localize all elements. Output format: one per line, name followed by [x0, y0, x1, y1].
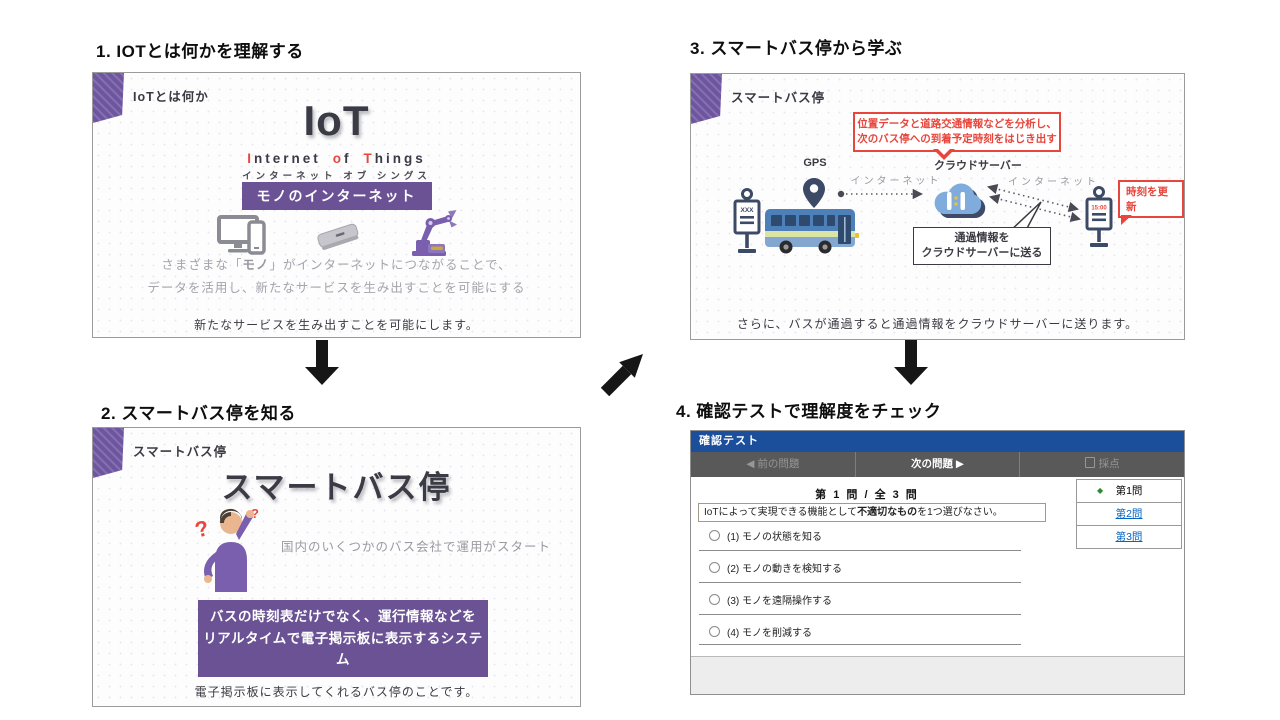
- monitor-phone-icon: [216, 215, 266, 255]
- current-question-marker-icon: ◆: [1097, 486, 1104, 495]
- radio-button[interactable]: [709, 561, 720, 573]
- iot-banner: モノのインターネット: [241, 182, 432, 210]
- grade-button[interactable]: 採点: [1020, 452, 1184, 477]
- option-divider: [699, 614, 1021, 615]
- question-2-link[interactable]: 第2問: [1115, 508, 1143, 520]
- slide-know-smart-bus-stop: スマートバス停 スマートバス停 ? ? 国内のいくつかのバス会社で運用がスタート…: [92, 427, 581, 707]
- question-list-item: 第2問: [1077, 503, 1181, 526]
- time-callout-pointer-icon: [1121, 215, 1132, 225]
- step3-heading: 3. スマートバス停から学ぶ: [690, 39, 903, 58]
- grade-icon: [1084, 457, 1095, 468]
- question-text-box: IoTによって実現できる機能として不適切なものを1つ選びなさい。: [698, 503, 1046, 522]
- system-description-box: バスの時刻表だけでなく、運行情報などをリアルタイムで電子掲示板に表示するシステム: [198, 600, 488, 677]
- iot-big-title: IoT: [303, 97, 370, 144]
- quiz-window: 確認テスト ◀ 前の問題 次の問題 ▶ 採点 第 1 問 / 全 3 問 IoT…: [690, 430, 1185, 695]
- quiz-nav-bar: ◀ 前の問題 次の問題 ▶ 採点: [691, 452, 1184, 477]
- slide-learn-smart-bus-stop: スマートバス停 位置データと道路交通情報などを分析し、次のバス停への到着予定時刻…: [690, 73, 1185, 340]
- option-divider: [699, 550, 1021, 551]
- operation-note: 国内のいくつかのバス会社で運用がスタート: [281, 540, 552, 554]
- gps-label: GPS: [803, 157, 827, 169]
- option-divider: [699, 582, 1021, 583]
- cloud-server-label: クラウドサーバー: [934, 160, 1022, 172]
- option-label: (1) モノの状態を知る: [727, 531, 822, 543]
- step2-heading: 2. スマートバス停を知る: [101, 404, 296, 423]
- answer-option-1[interactable]: (1) モノの状態を知る: [709, 527, 822, 543]
- arrow-diagonal-step2-to-step3-icon: [600, 354, 643, 397]
- iot-subtitle-kana: インターネット オブ シングス: [242, 171, 431, 182]
- option-label: (2) モノの動きを検知する: [727, 563, 842, 575]
- prev-question-button[interactable]: ◀ 前の問題: [691, 452, 856, 477]
- smart-bus-stop-title: スマートバス停: [221, 470, 452, 505]
- answer-option-4[interactable]: (4) モノを削減する: [709, 623, 812, 639]
- radio-button[interactable]: [709, 529, 720, 541]
- sign-right-time: 15:00: [1091, 206, 1107, 212]
- question-list-item-current: ◆ 第1問: [1077, 480, 1181, 503]
- slide3-caption: さらに、バスが通過すると通過情報をクラウドサーバーに送ります。: [736, 317, 1139, 331]
- thinking-person-icon: ? ?: [193, 506, 259, 592]
- next-arrow-icon: ▶: [955, 458, 964, 470]
- sign-left-text: XXX: [740, 207, 754, 214]
- analysis-callout: 位置データと道路交通情報などを分析し、次のバス停への到着予定時刻をはじき出す: [853, 112, 1061, 160]
- corner-flag-icon: [93, 73, 124, 123]
- option-label: (3) モノを遠隔操作する: [727, 595, 832, 607]
- iot-description: さまざまな「モノ」がインターネットにつながることで、 データを活用し、新たなサー…: [147, 258, 526, 295]
- bus-stop-sign-right-icon: 15:00: [1085, 186, 1113, 247]
- answer-option-2[interactable]: (2) モノの動きを検知する: [709, 559, 842, 575]
- quiz-footer: [691, 656, 1184, 694]
- arrow-down-step3-to-step4-icon: [894, 340, 928, 385]
- svg-text:?: ?: [193, 515, 211, 543]
- svg-text:?: ?: [251, 506, 259, 521]
- next-question-button[interactable]: 次の問題 ▶: [856, 452, 1021, 477]
- quiz-title-bar: 確認テスト: [691, 431, 1184, 452]
- question-list-table: ◆ 第1問 第2問 第3問: [1076, 479, 1182, 549]
- internet-label-2: インターネット: [1008, 177, 1099, 188]
- answer-option-3[interactable]: (3) モノを遠隔操作する: [709, 591, 832, 607]
- radio-button[interactable]: [709, 593, 720, 605]
- option-divider: [699, 644, 1021, 645]
- step4-heading: 4. 確認テストで理解度をチェック: [676, 402, 942, 421]
- slide1-caption: 新たなサービスを生み出すことを可能にします。: [194, 318, 479, 332]
- air-conditioner-icon: [316, 223, 358, 250]
- slide2-caption: 電子掲示板に表示してくれるバス停のことです。: [194, 685, 479, 699]
- slide-tag: スマートバス停: [731, 91, 826, 105]
- question-progress: 第 1 問 / 全 3 問: [815, 489, 919, 501]
- radio-button[interactable]: [709, 625, 720, 637]
- bus-icon: [765, 209, 859, 254]
- question-3-link[interactable]: 第3問: [1115, 531, 1143, 543]
- cloud-server-icon: [934, 183, 986, 219]
- pass-info-bubble: 通過情報をクラウドサーバーに送る: [913, 227, 1051, 265]
- slide-tag: スマートバス停: [133, 445, 228, 459]
- gps-pin-icon: [803, 178, 825, 208]
- step1-heading: 1. IOTとは何かを理解する: [96, 42, 304, 61]
- slide-tag: IoTとは何か: [133, 90, 209, 104]
- prev-arrow-icon: ◀: [746, 458, 755, 470]
- things-icon-row: [93, 209, 580, 257]
- bus-stop-sign-left-icon: XXX: [733, 188, 761, 253]
- corner-flag-icon: [691, 74, 722, 124]
- corner-flag-icon: [93, 428, 124, 478]
- arrow-down-step1-to-step2-icon: [305, 340, 339, 385]
- robot-arm-icon: [411, 210, 457, 256]
- option-label: (4) モノを削減する: [727, 627, 812, 639]
- question-list-item: 第3問: [1077, 526, 1181, 548]
- time-update-callout: 時刻を更新: [1118, 180, 1184, 225]
- internet-label-1: インターネット: [850, 176, 942, 187]
